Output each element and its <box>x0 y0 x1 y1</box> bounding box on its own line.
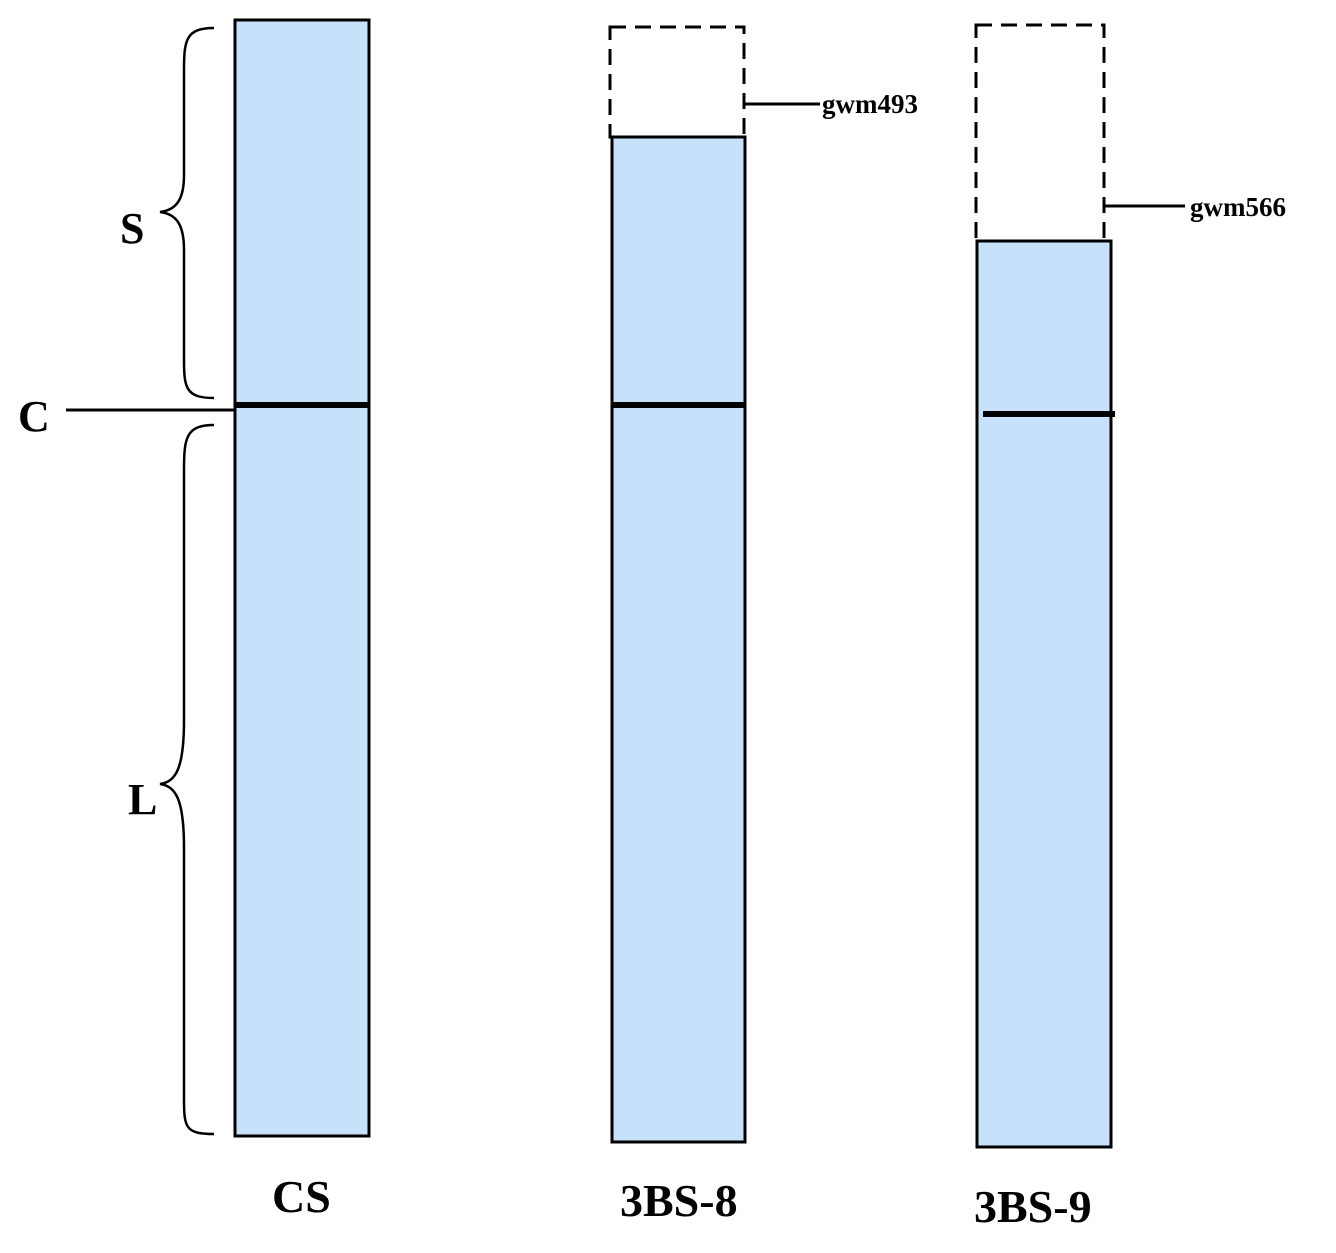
chromosome-cs <box>233 18 371 1138</box>
long-arm-brace <box>159 423 215 1136</box>
long-arm-label: L <box>128 775 157 824</box>
chromosome-3bs-8: gwm493 <box>608 25 918 1144</box>
chromosome-3bs-8-label: 3BS-8 <box>620 1175 738 1226</box>
short-arm-brace <box>159 26 215 400</box>
chromosome-3bs-9-label: 3BS-9 <box>974 1181 1092 1232</box>
chromosome-3bs-9-deleted-segment <box>974 23 1106 243</box>
chromosome-3bs-9: gwm566 <box>974 23 1286 1149</box>
chromosome-3bs-8-deleted-segment <box>608 25 746 139</box>
chromosome-cs-body <box>233 18 371 1138</box>
marker-gwm493-label: gwm493 <box>822 89 918 119</box>
short-arm-label: S <box>120 204 144 253</box>
marker-gwm566-label: gwm566 <box>1190 192 1286 222</box>
chromosome-3bs-8-body <box>610 135 747 1144</box>
chromosome-3bs-9-body <box>975 239 1113 1149</box>
chromosome-cs-label: CS <box>272 1171 331 1222</box>
centromere-label: C <box>18 392 50 441</box>
